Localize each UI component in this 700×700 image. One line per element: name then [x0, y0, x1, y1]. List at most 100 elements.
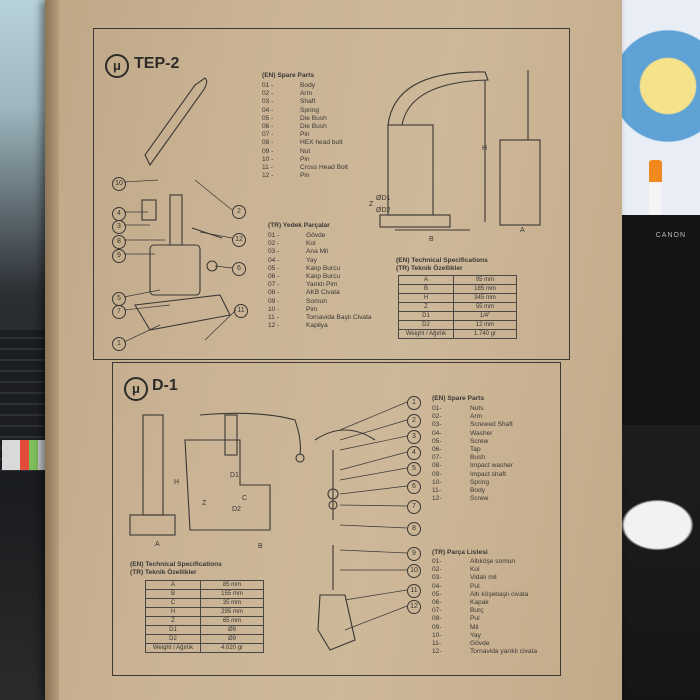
parts-list-item: 11 -Cross Head Bolt: [262, 164, 348, 172]
part-name: Pul: [470, 582, 480, 590]
callout-number: 2: [407, 414, 421, 428]
part-name: Arm: [470, 413, 483, 421]
parts-list-item: 09 -Somun: [268, 298, 372, 306]
tep2-arm-drawing: [144, 77, 208, 167]
parts-list-item: 04- Washer: [432, 430, 513, 438]
parts-list-item: 05- Screw: [432, 438, 513, 446]
tep2-dim-a: A: [520, 227, 525, 234]
parts-list-item: 03- Vidalı mil: [432, 574, 537, 582]
part-number: 10-: [432, 631, 442, 639]
parts-list-item: 11-Gövde: [432, 640, 537, 648]
callout-number: 6: [232, 262, 246, 276]
part-number: 05-: [432, 437, 442, 445]
parts-list-item: 01 -Body: [262, 82, 348, 90]
callout-number: 12: [232, 233, 246, 247]
part-number: 03 -: [262, 98, 274, 106]
part-number: 03 -: [268, 248, 280, 256]
part-number: 11 -: [262, 163, 273, 171]
d1-en-header: (EN) Spare Parts: [432, 395, 485, 402]
callout-number: 10: [407, 564, 421, 578]
part-name: Mil: [470, 623, 479, 631]
part-number: 07-: [432, 454, 442, 462]
part-name: Body: [300, 82, 316, 89]
parts-list-item: 04-Pul: [432, 583, 537, 591]
part-number: 05 -: [268, 264, 280, 272]
callout-number: 3: [112, 220, 126, 234]
parts-list-item: 09 -Nut: [262, 148, 348, 156]
part-number: 10 -: [262, 155, 274, 163]
d1-panel: [112, 362, 561, 676]
parts-list-item: 05 -Kalıp Burcu: [268, 265, 372, 273]
tep2-spec-header-en: (EN) Technical Specifications: [396, 257, 488, 264]
d1-front-drawing: [142, 414, 164, 516]
part-number: 06-: [432, 445, 442, 453]
part-number: 03-: [432, 421, 442, 429]
parts-list-item: 06-Kapak: [432, 599, 537, 607]
part-number: 01-: [432, 558, 442, 565]
part-number: 03-: [432, 574, 442, 582]
parts-list-item: 07 -Yarıklı Pim: [268, 281, 372, 289]
callout-number: 11: [407, 584, 421, 598]
tep2-tr-header: (TR) Yedek Parçalar: [268, 222, 330, 229]
monitor-brand: CANON: [655, 232, 686, 239]
monitor: [614, 215, 700, 425]
tep2-body-drawing: [149, 244, 201, 296]
callout-number: 5: [112, 292, 126, 306]
part-name: Altıköşe somun: [470, 558, 516, 565]
tep2-panel: [93, 28, 570, 360]
box-edge: [45, 0, 59, 700]
callout-number: 1: [112, 337, 126, 351]
part-name: Spring: [300, 106, 320, 114]
part-name: Tornavida yarıklı civata: [470, 648, 538, 656]
part-name: Yay: [470, 631, 481, 639]
parts-list-item: 08 -HEX head bult: [262, 139, 348, 147]
part-name: Arm: [300, 90, 313, 98]
parts-list-item: 03 - Ana Mil: [268, 248, 372, 256]
parts-list-item: 06 - Kalıp Burcu: [268, 273, 372, 281]
tep2-spec-header-tr: (TR) Teknik Özellikler: [396, 265, 463, 272]
part-number: 07-: [432, 607, 442, 615]
part-name: Die Bush: [300, 122, 327, 130]
part-number: 02 -: [262, 90, 274, 98]
part-name: Yay: [306, 256, 317, 264]
part-number: 06 -: [268, 272, 280, 280]
part-name: Kalıp Burcu: [306, 272, 341, 280]
part-number: 04-: [432, 429, 442, 437]
parts-list-item: 02-Kol: [432, 566, 537, 574]
callout-number: 9: [112, 249, 126, 263]
tep2-title: TEP-2: [134, 55, 180, 72]
parts-list-item: 09-Impact shaft: [432, 471, 513, 479]
callout-number: 8: [407, 522, 421, 536]
parts-list-item: 10 - Pim: [268, 306, 372, 314]
parts-list-item: 05-Altı köşebaşlı civata: [432, 591, 537, 599]
part-number: 10 -: [268, 305, 280, 313]
part-number: 11-: [432, 486, 442, 494]
d1-logo-icon: μ: [124, 377, 148, 401]
parts-list-item: 11-Body: [432, 487, 513, 495]
part-name: Ana Mil: [306, 248, 328, 256]
part-number: 12 -: [262, 172, 274, 180]
part-name: Screwed Shaft: [470, 421, 513, 429]
part-name: Screw: [470, 437, 489, 445]
part-name: Vidalı mil: [470, 574, 497, 582]
parts-list-item: 09-Mil: [432, 624, 537, 632]
parts-list-item: 04 -Yay: [268, 257, 372, 265]
part-number: 07 -: [268, 281, 280, 289]
part-name: Washer: [470, 429, 493, 437]
parts-list-item: 06-Tap: [432, 446, 513, 454]
parts-list-item: 12-Screw: [432, 495, 513, 503]
part-name: Kapilya: [306, 322, 328, 330]
d1-side-drawing: [184, 439, 271, 531]
callout-number: 5: [407, 462, 421, 476]
callout-number: 6: [407, 480, 421, 494]
d1-tr-header: (TR) Parça Listesi: [432, 549, 488, 556]
callout-number: 7: [112, 305, 126, 319]
part-number: 10-: [432, 478, 442, 486]
part-number: 08 -: [268, 289, 280, 297]
part-name: Pim: [306, 305, 318, 313]
d1-dim-d2: D2: [232, 506, 241, 513]
